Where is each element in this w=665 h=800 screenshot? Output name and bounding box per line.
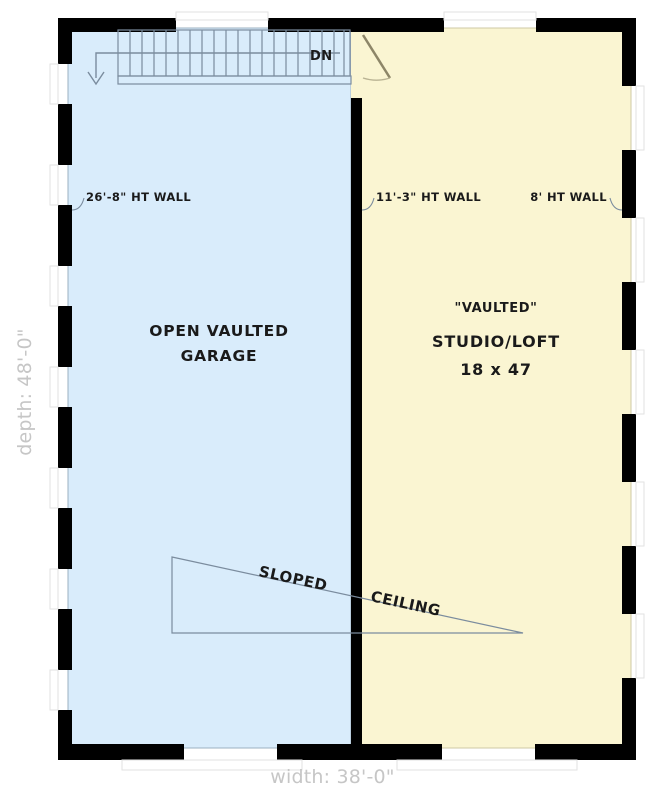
studio-loft-label-line-2: STUDIO/LOFT (432, 332, 560, 351)
window-frame-bottom-2 (396, 759, 578, 771)
sloped-ceiling-wedge (171, 556, 524, 634)
window-frame-right-5 (635, 613, 645, 679)
door-swing-arc (362, 77, 391, 81)
callout-leader-left (71, 197, 85, 211)
studio-loft-room-label: "VAULTED" STUDIO/LOFT 18 x 47 (432, 301, 560, 379)
window-frame-left-2 (49, 164, 59, 206)
wall-right-segment-3 (622, 282, 636, 350)
studio-loft-floor-fill (361, 28, 631, 748)
callout-leader-right (609, 197, 623, 211)
wall-right-segment-1 (622, 18, 636, 86)
staircase: DN (87, 29, 352, 86)
window-frame-left-1 (49, 63, 59, 105)
wall-height-label-right: 8' HT WALL (530, 190, 607, 204)
wall-top-segment-1 (58, 18, 176, 32)
stair-direction-label: DN (310, 49, 333, 64)
wall-bottom-segment-3 (535, 744, 636, 760)
wall-height-label-center: 11'-3" HT WALL (376, 190, 481, 204)
window-frame-top-2 (443, 11, 537, 21)
wall-left-segment-3 (58, 205, 72, 266)
wall-left-segment-5 (58, 407, 72, 468)
exterior-walls (58, 18, 636, 760)
wall-height-label-left: 26'-8" HT WALL (86, 190, 191, 204)
wall-left-segment-2 (58, 104, 72, 165)
interior-dividing-wall (351, 18, 362, 760)
wall-left-segment-6 (58, 508, 72, 569)
wall-top-segment-3 (536, 18, 636, 32)
width-dimension-label: width: 38'-0" (270, 766, 395, 788)
window-frame-right-1 (635, 85, 645, 151)
stair-stringer (117, 75, 352, 85)
door-panel (361, 34, 392, 79)
wall-left-segment-7 (58, 609, 72, 670)
garage-room-label: OPEN VAULTED GARAGE (149, 322, 288, 365)
swing-door (351, 32, 392, 98)
window-frame-right-2 (635, 217, 645, 283)
stair-direction-line (95, 52, 340, 78)
window-frame-left-5 (49, 467, 59, 509)
window-frame-left-7 (49, 669, 59, 711)
wall-bottom-segment-1 (58, 744, 184, 760)
wall-height-callouts: 26'-8" HT WALL 11'-3" HT WALL 8' HT WALL (71, 190, 623, 211)
door-opening (351, 32, 362, 98)
studio-loft-label-line-3: 18 x 47 (460, 360, 532, 379)
window-frame-right-4 (635, 481, 645, 547)
stair-direction-arrowhead (87, 71, 105, 86)
window-frame-right-3 (635, 349, 645, 415)
wall-right-segment-5 (622, 546, 636, 614)
depth-dimension-label: depth: 48'-0" (14, 328, 36, 456)
window-frame-bottom-1 (121, 759, 303, 771)
studio-loft-label-line-1: "VAULTED" (454, 301, 537, 316)
wall-left-segment-4 (58, 306, 72, 367)
window-frame-left-4 (49, 366, 59, 408)
wall-right-segment-4 (622, 414, 636, 482)
wall-right-segment-2 (622, 150, 636, 218)
window-frame-top-1 (175, 11, 269, 21)
window-frames (49, 11, 645, 771)
window-frame-left-6 (49, 568, 59, 610)
garage-label-line-2: GARAGE (181, 347, 258, 365)
wall-right-segment-6 (622, 678, 636, 760)
window-frame-left-3 (49, 265, 59, 307)
wall-left-segment-1 (58, 18, 72, 64)
callout-leader-center (361, 197, 375, 211)
garage-floor-fill (68, 28, 351, 748)
wall-left-segment-8 (58, 710, 72, 760)
garage-label-line-1: OPEN VAULTED (149, 322, 288, 340)
